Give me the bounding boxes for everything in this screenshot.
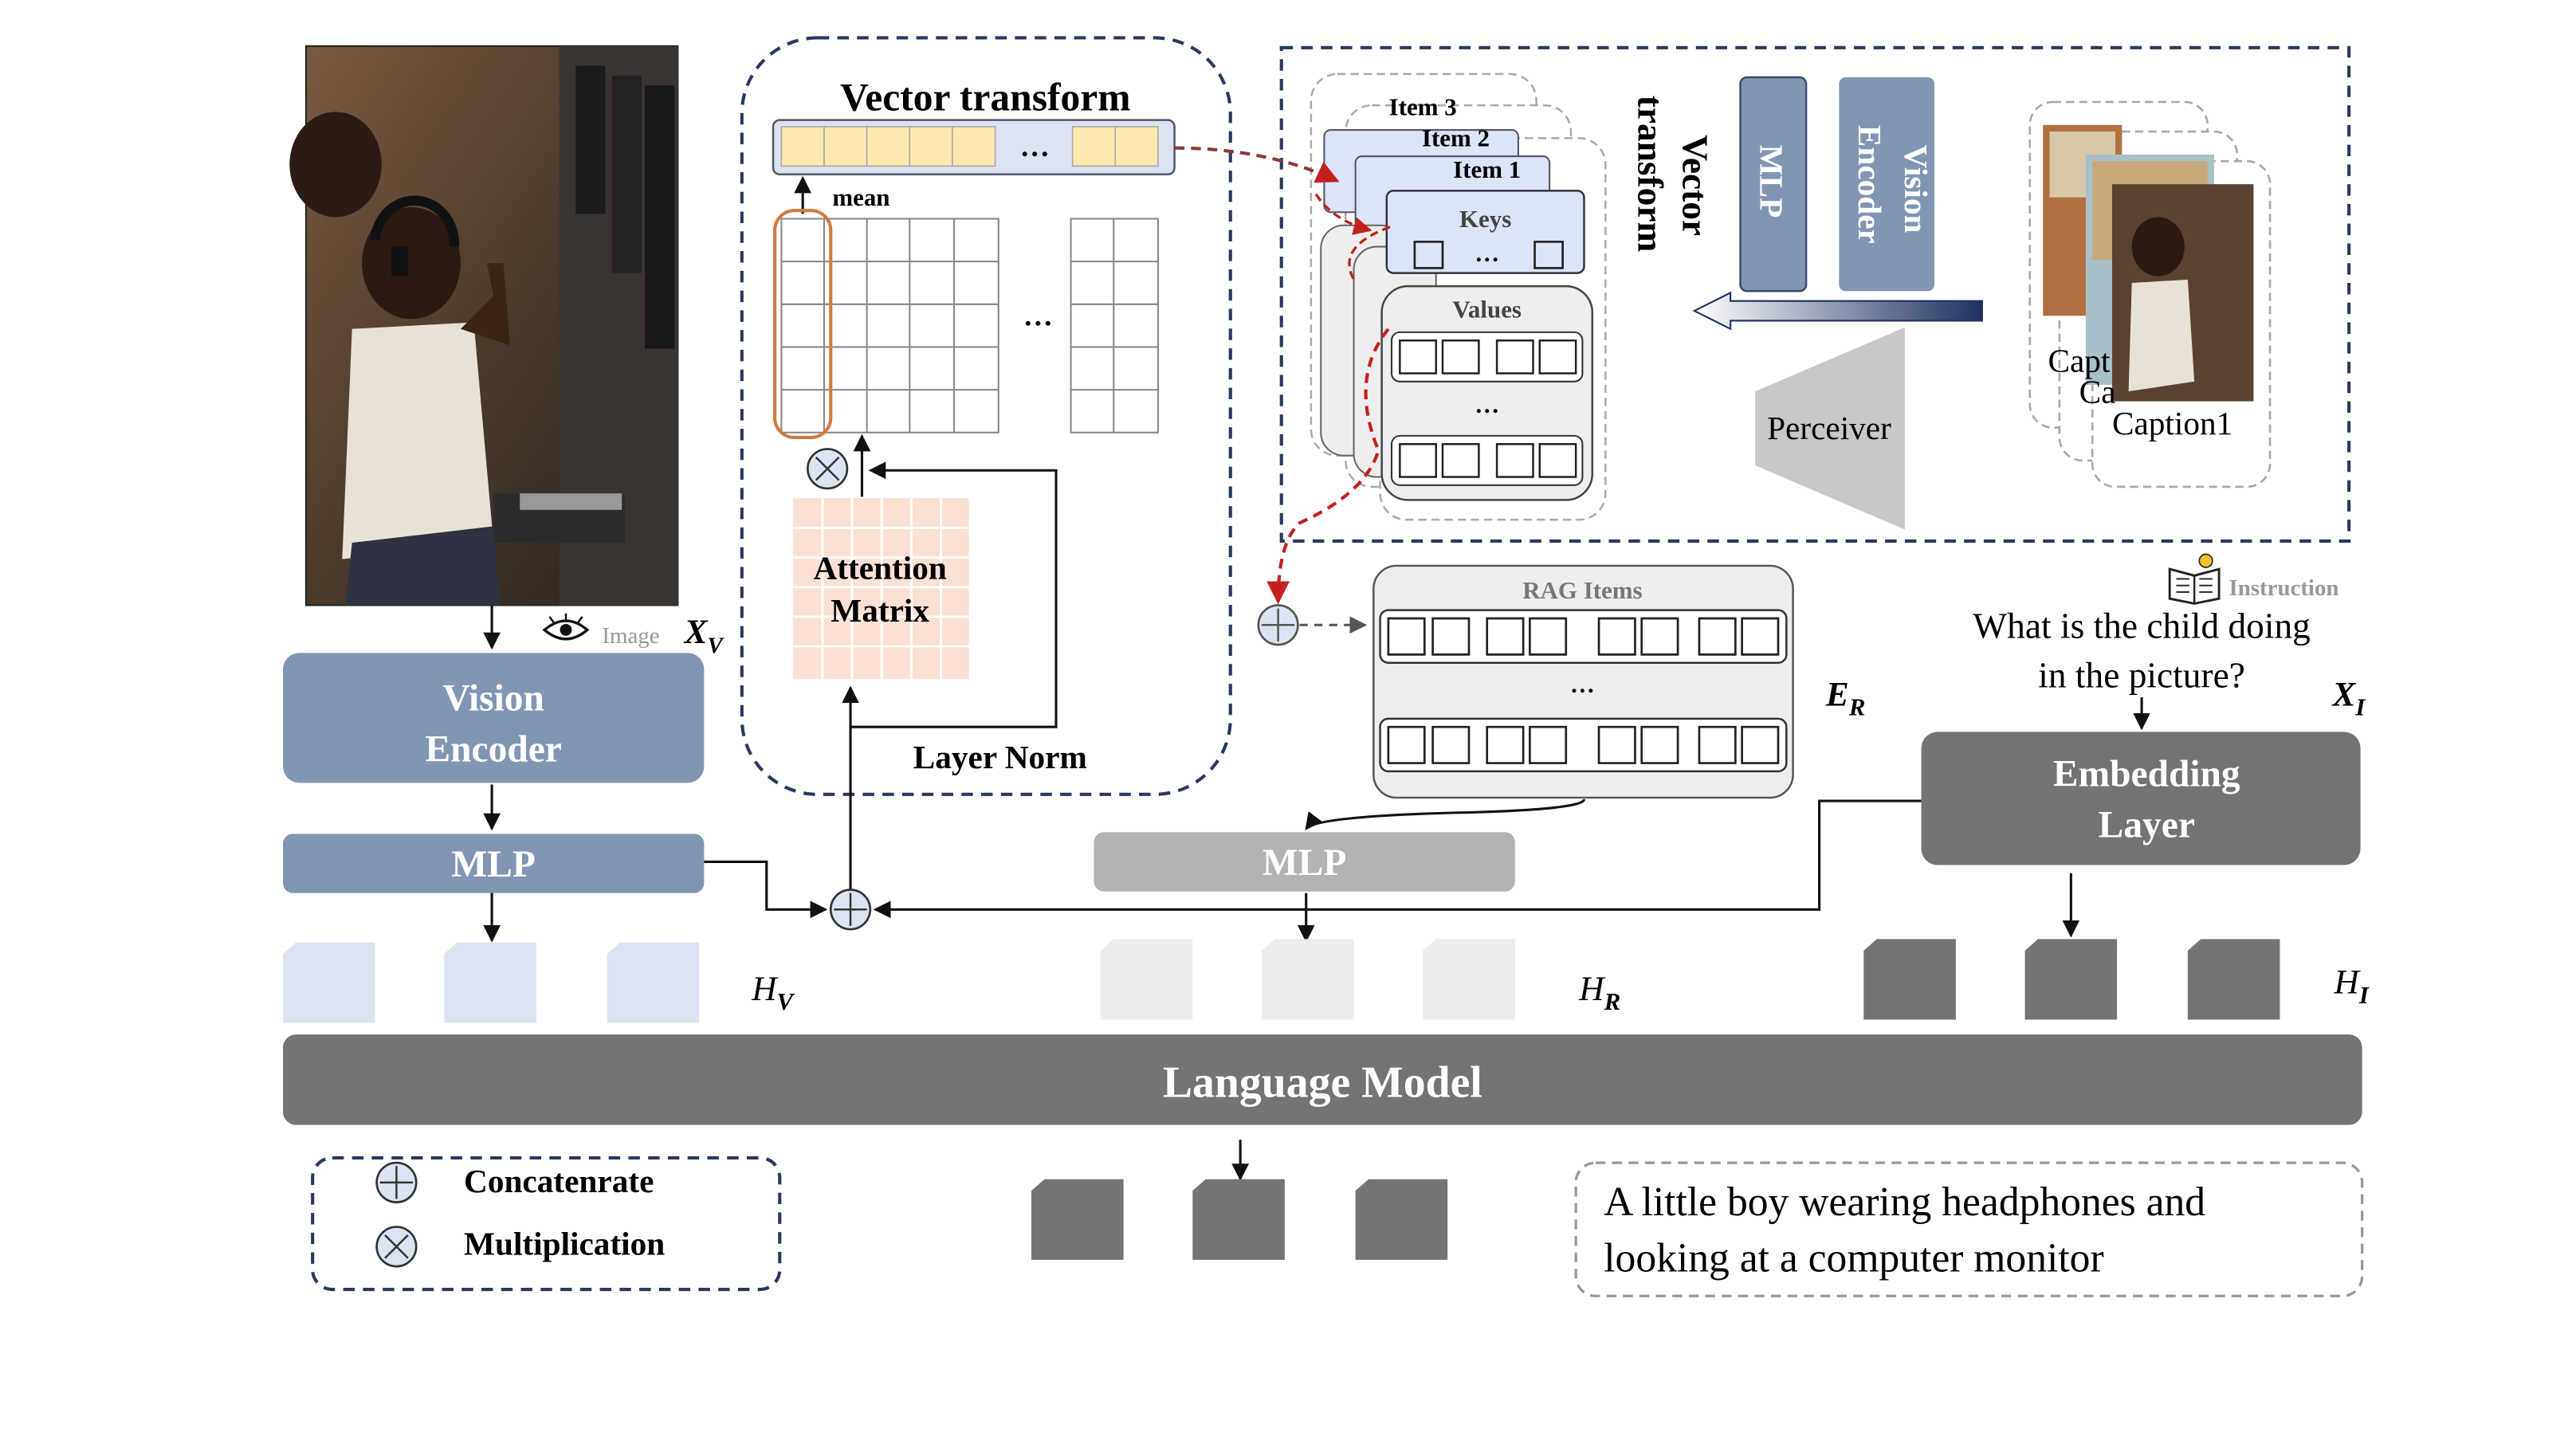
hv-symbol: HV xyxy=(751,970,795,1015)
concat-legend-icon xyxy=(375,1161,418,1203)
legend-concat-label: Concatenrate xyxy=(464,1163,654,1199)
mlp-left-label: MLP xyxy=(451,844,535,885)
vision-encoder-line-2: Encoder xyxy=(426,729,562,771)
hr-token xyxy=(1100,939,1193,1020)
mlp-rag-label: MLP xyxy=(1262,842,1346,884)
eye-icon xyxy=(542,613,590,641)
vector-bar: … xyxy=(772,119,1176,175)
hi-token xyxy=(1863,939,1956,1020)
multiply-legend-icon xyxy=(375,1226,418,1268)
vector-transform-title: Vector transform xyxy=(840,75,1130,119)
attention-line-2: Matrix xyxy=(831,592,929,629)
values-dots: … xyxy=(1475,390,1499,418)
output-tokens xyxy=(1031,1179,1448,1260)
item-1-label: Item 1 xyxy=(1453,155,1521,183)
question-line-2: in the picture? xyxy=(2038,656,2245,696)
mlp-left-block: MLP xyxy=(283,834,705,893)
retrieval-ve-line-1: Vision xyxy=(1898,145,1934,233)
caption-2-label: Ca xyxy=(2079,374,2116,410)
kv-stack: Item 3 Item 2 Item 1 Keys … Values … xyxy=(1310,73,1607,521)
grid-dots: … xyxy=(1023,300,1053,333)
hi-token xyxy=(2024,939,2118,1020)
caption-stack: Capt Ca Caption1 xyxy=(2028,100,2272,489)
rag-items-label: RAG Items xyxy=(1522,576,1642,604)
value-grid: … xyxy=(773,209,1159,440)
hr-token xyxy=(1423,939,1515,1020)
output-token xyxy=(1192,1179,1285,1260)
language-model-block: Language Model xyxy=(283,1034,2362,1125)
xv-symbol: XV xyxy=(683,613,725,658)
image-tag: Image XV xyxy=(542,613,725,658)
perceiver-block: Perceiver xyxy=(1755,327,1905,530)
rag-items-block: RAG Items … xyxy=(1372,564,1794,799)
xi-symbol: XI xyxy=(2331,675,2366,720)
vision-encoder-block: Vision Encoder xyxy=(283,653,705,783)
embedding-line-1: Embedding xyxy=(2053,753,2240,795)
image-tag-label: Image xyxy=(602,623,659,649)
vector-transform-panel: Vector transform … mean … xyxy=(740,36,1232,796)
mean-label: mean xyxy=(832,183,889,211)
item-3-label: Item 3 xyxy=(1389,92,1457,120)
embedding-layer-block: Embedding Layer xyxy=(1921,732,2361,865)
item-2-label: Item 2 xyxy=(1422,124,1490,152)
hv-token xyxy=(444,942,536,1023)
vector-bar-dots: … xyxy=(1020,131,1050,163)
instruction-tag-label: Instruction xyxy=(2228,575,2338,601)
output-text-box: A little boy wearing headphones and look… xyxy=(1574,1161,2364,1297)
mlp-rag-block: MLP xyxy=(1094,832,1515,892)
language-model-label: Language Model xyxy=(1163,1058,1482,1108)
retrieval-vision-encoder: Vision Encoder xyxy=(1839,77,1935,292)
output-line-2: looking at a computer monitor xyxy=(1604,1235,2103,1281)
output-line-1: A little boy wearing headphones and xyxy=(1604,1179,2205,1225)
multiply-icon xyxy=(807,448,849,490)
values-label: Values xyxy=(1452,295,1522,323)
hv-token xyxy=(283,942,375,1023)
er-symbol: ER xyxy=(1825,675,1866,720)
hv-token xyxy=(607,942,700,1023)
vision-encoder-line-1: Vision xyxy=(442,678,544,720)
left-arrow-icon xyxy=(1692,291,1983,331)
embedding-line-2: Layer xyxy=(2099,804,2195,846)
output-token xyxy=(1031,1179,1124,1260)
caption-3-label: Capt xyxy=(2048,342,2110,379)
retrieval-vt-line-1: transform xyxy=(1631,96,1671,253)
attention-matrix: Attention Matrix xyxy=(792,498,969,680)
hi-tokens: HI xyxy=(1863,939,2370,1020)
retrieval-ve-line-2: Encoder xyxy=(1852,125,1888,244)
retrieval-panel: Item 3 Item 2 Item 1 Keys … Values … tra… xyxy=(1279,45,2351,543)
hr-symbol: HR xyxy=(1578,970,1620,1015)
hi-symbol: HI xyxy=(2334,963,2370,1009)
concat-icon-rag xyxy=(1257,604,1299,646)
perceiver-label: Perceiver xyxy=(1767,410,1891,446)
output-token xyxy=(1355,1179,1448,1260)
hr-token xyxy=(1261,939,1354,1020)
retrieval-mlp: MLP xyxy=(1739,76,1808,292)
hv-tokens: HV xyxy=(283,942,795,1023)
layer-norm-label: Layer Norm xyxy=(913,739,1087,775)
input-photo xyxy=(289,45,679,606)
retrieval-vt-line-2: Vector xyxy=(1675,135,1714,236)
keys-label: Keys xyxy=(1459,205,1511,233)
hr-tokens: HR xyxy=(1100,939,1620,1020)
concat-icon-main xyxy=(829,889,872,931)
book-icon xyxy=(2168,553,2221,605)
keys-dots: … xyxy=(1475,239,1499,267)
legend-mult-label: Multiplication xyxy=(464,1226,665,1262)
retrieval-mlp-label: MLP xyxy=(1753,145,1789,218)
hi-token xyxy=(2187,939,2280,1020)
legend: Concatenrate Multiplication xyxy=(311,1156,782,1292)
question-line-1: What is the child doing xyxy=(1973,606,2311,646)
rag-items-dots: … xyxy=(1570,670,1595,698)
caption-1-label: Caption1 xyxy=(2112,405,2232,441)
attention-line-1: Attention xyxy=(814,549,947,586)
